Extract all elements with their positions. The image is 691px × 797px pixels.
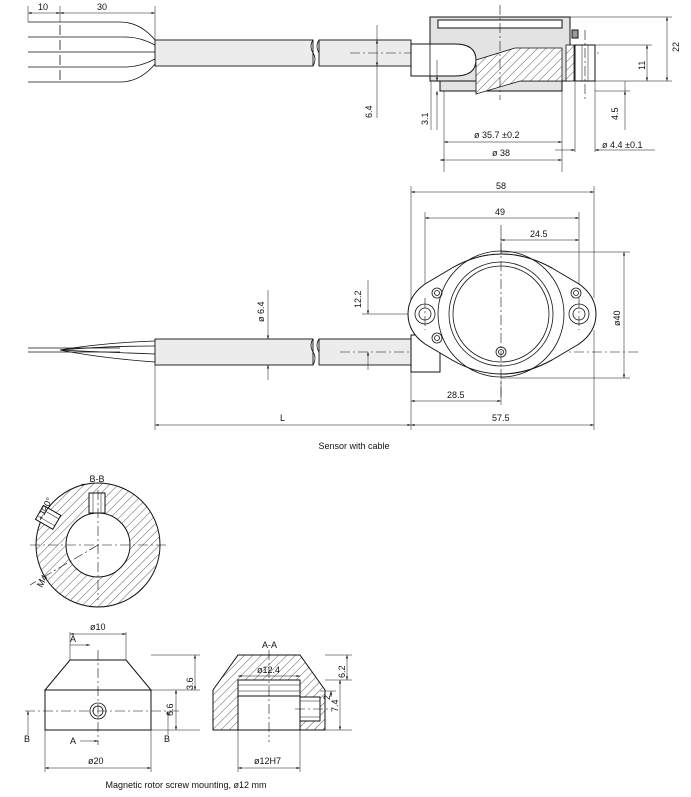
dim-6-4-top: 6.4: [364, 105, 374, 118]
caption-rotor-mounting: Magnetic rotor screw mounting, ø12 mm: [105, 780, 266, 790]
dim-dia-4-4: ø 4.4 ±0.1: [602, 140, 642, 150]
dim-22: 22: [671, 42, 681, 52]
sensor-housing-side: [410, 5, 596, 100]
dim-2: 2: [322, 695, 332, 700]
dim-dia-12h7: ø12H7: [254, 756, 281, 766]
caption-sensor-with-cable: Sensor with cable: [318, 441, 389, 451]
dim-dia-6-4-front: ø 6.4: [256, 301, 266, 322]
sensor-body-front: [407, 225, 597, 400]
front-view: 58 49 24.5 ø40 ø 6.4: [28, 181, 640, 451]
wire-leads-front: [28, 340, 156, 363]
dim-L: L: [280, 413, 285, 423]
dim-12-2: 12.2: [353, 290, 363, 308]
dim-dia-40: ø40: [612, 310, 622, 326]
dim-57-5: 57.5: [492, 413, 510, 423]
section-marker-b-left: B: [24, 734, 30, 744]
wire-leads: [28, 21, 156, 83]
dim-24-5: 24.5: [530, 229, 548, 239]
dim-dia-10-rotor: ø10: [90, 622, 106, 632]
section-bb-title: B-B: [89, 474, 104, 484]
dim-3-1: 3.1: [420, 112, 430, 125]
top-view: 10 30: [27, 2, 681, 172]
section-aa-title: A-A: [262, 640, 277, 650]
dim-30: 30: [97, 2, 107, 12]
section-marker-a-bottom: A: [70, 736, 76, 746]
dim-6-6: 6.6: [165, 703, 175, 716]
dim-4-5: 4.5: [610, 107, 620, 120]
dim-dia-38: ø 38: [492, 148, 510, 158]
dim-58: 58: [496, 181, 506, 191]
dim-28-5: 28.5: [447, 390, 465, 400]
section-marker-a-top: A: [70, 634, 76, 644]
rotor-mount-front: ø10 A B B A 3.6 6.6 ø20: [24, 622, 200, 772]
rotor-section-aa: A-A ø12.4 6.2 7.4 2 ø12H7: [212, 640, 352, 772]
dim-11: 11: [637, 61, 647, 70]
dim-6-2: 6.2: [337, 665, 347, 678]
dim-10: 10: [38, 2, 48, 12]
dim-dia-20: ø20: [88, 756, 104, 766]
dim-dia-12-4: ø12.4: [257, 665, 280, 675]
dim-49: 49: [495, 207, 505, 217]
section-marker-b-right: B: [164, 734, 170, 744]
dim-7-4: 7.4: [330, 699, 340, 712]
rotor-section-bb: B-B 120° M4: [29, 474, 166, 608]
dim-3-6: 3.6: [185, 677, 195, 690]
dim-dia-35-7: ø 35.7 ±0.2: [474, 130, 519, 140]
